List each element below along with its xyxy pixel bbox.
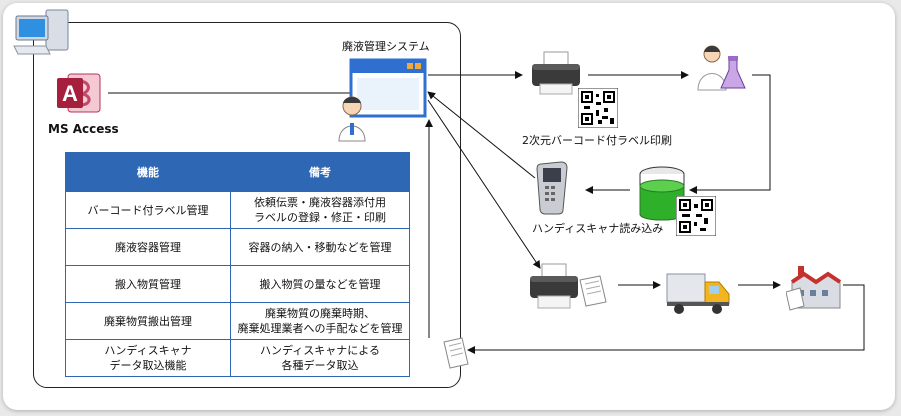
note-cell: 依頼伝票・廃液容器添付用ラベルの登録・修正・印刷	[230, 191, 410, 229]
container-qr-code-icon	[676, 196, 716, 236]
system-title: 廃液管理システム	[342, 40, 430, 53]
truck-icon	[666, 273, 730, 314]
note-cell: 搬入物質の量などを管理	[230, 265, 410, 303]
qr-code-icon	[578, 88, 618, 128]
note-cell: 容器の納入・移動などを管理	[230, 228, 410, 266]
operator-person-icon	[338, 96, 366, 142]
table-row: 廃棄物質搬出管理 廃棄物質の廃棄時期、廃棄処理業者への手配などを管理	[65, 302, 410, 340]
ms-access-icon: A	[57, 73, 101, 113]
scanner-to-system-arrow	[427, 91, 536, 179]
label-printer-icon	[532, 51, 580, 95]
document-icon	[443, 337, 469, 369]
table-row: 廃液容器管理 容器の納入・移動などを管理	[65, 228, 410, 266]
svg-text:A: A	[62, 81, 78, 106]
table-header-function: 機能	[65, 152, 231, 192]
chemist-icon	[697, 45, 746, 91]
table-row: バーコード付ラベル管理 依頼伝票・廃液容器添付用ラベルの登録・修正・印刷	[65, 191, 410, 229]
function-cell: 廃棄物質搬出管理	[65, 302, 231, 340]
function-cell: 廃液容器管理	[65, 228, 231, 266]
scanner-label: ハンディスキャナ読み込み	[532, 222, 664, 235]
handy-scanner-icon	[536, 161, 568, 215]
functions-table: 機能 備考 バーコード付ラベル管理 依頼伝票・廃液容器添付用ラベルの登録・修正・…	[65, 152, 410, 377]
note-cell: ハンディスキャナによる各種データ取込	[230, 339, 410, 377]
waste-container-icon	[639, 166, 685, 221]
note-cell: 廃棄物質の廃棄時期、廃棄処理業者への手配などを管理	[230, 302, 410, 340]
barcode-print-label: 2次元バーコード付ラベル印刷	[522, 134, 672, 147]
table-row: ハンディスキャナデータ取込機能 ハンディスキャナによる各種データ取込	[65, 339, 410, 377]
table-header-notes: 備考	[230, 152, 410, 192]
factory-icon	[786, 266, 842, 311]
table-row: 搬入物質管理 搬入物質の量などを管理	[65, 265, 410, 303]
chemist-to-container-arrow	[689, 74, 771, 194]
function-cell: バーコード付ラベル管理	[65, 191, 231, 229]
ms-access-label: MS Access	[48, 122, 119, 136]
system-window-icon	[349, 58, 427, 118]
computer-icon	[13, 9, 69, 55]
function-cell: ハンディスキャナデータ取込機能	[65, 339, 231, 377]
factory-to-document-arrow	[467, 284, 865, 354]
disposal-printer-icon	[530, 263, 607, 309]
function-cell: 搬入物質管理	[65, 265, 231, 303]
system-to-disposal-printer-arrow	[427, 99, 541, 269]
